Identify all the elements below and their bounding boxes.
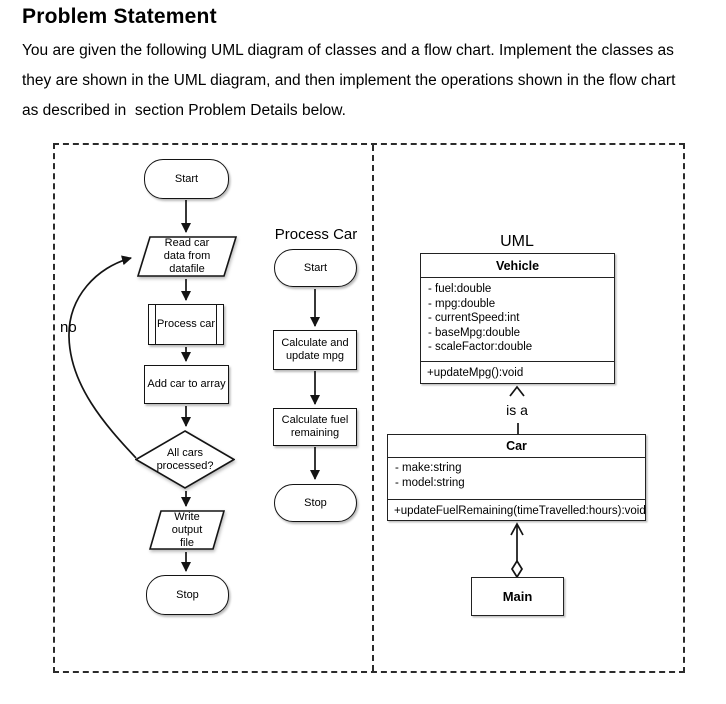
main-flow-add-car-step: Add car to array — [144, 365, 229, 404]
open-arrowhead-icon — [510, 522, 524, 536]
no-branch-label: no — [60, 319, 77, 336]
page-title: Problem Statement — [22, 5, 217, 28]
process-car-stop-terminator: Stop — [274, 484, 357, 522]
uml-car-attributes: - make:string - model:string — [388, 458, 645, 499]
uml-main-name: Main — [502, 589, 533, 604]
figure-frame: Start Read car data from datafile Proces… — [53, 143, 685, 673]
aggregation-diamond-icon — [510, 559, 524, 579]
uml-vehicle-operation: +updateMpg():void — [421, 361, 614, 385]
uml-attribute: - baseMpg:double — [428, 326, 521, 339]
main-flow-write-io: Write output file — [149, 510, 225, 550]
process-car-flow-title: Process Car — [274, 226, 358, 243]
main-flow-decision-label: All cars processed? — [156, 446, 214, 472]
main-flow-stop-terminator: Stop — [146, 575, 229, 615]
figure-divider — [372, 145, 374, 671]
diamond-shape — [135, 430, 235, 489]
process-car-start-label: Start — [303, 261, 328, 274]
main-flow-decision: All cars processed? — [135, 430, 235, 489]
intro-line-2: they are shown in the UML diagram, and t… — [22, 72, 676, 89]
main-flow-read-label: Read car data from datafile — [163, 237, 211, 275]
process-car-step2-label: Calculate fuel remaining — [281, 414, 349, 439]
process-car-step2: Calculate fuel remaining — [273, 408, 357, 446]
main-flow-start-label: Start — [174, 172, 199, 185]
main-flow-process-car-label: Process car — [156, 318, 216, 330]
process-car-step1: Calculate and update mpg — [273, 330, 357, 370]
inheritance-chevron-icon — [509, 385, 525, 397]
uml-class-car: Car - make:string - model:string +update… — [387, 434, 646, 521]
main-flow-read-io: Read car data from datafile — [137, 236, 237, 277]
intro-paragraph: You are given the following UML diagram … — [22, 36, 714, 126]
no-loop-arrow — [68, 255, 137, 459]
uml-attribute: - mpg:double — [428, 297, 496, 310]
uml-attribute: - currentSpeed:int — [428, 312, 520, 324]
uml-class-vehicle: Vehicle - fuel:double - mpg:double - cur… — [420, 253, 615, 384]
uml-vehicle-name: Vehicle — [421, 254, 614, 278]
uml-attribute: - scaleFactor:double — [428, 341, 533, 353]
main-flow-write-label: Write output file — [171, 510, 203, 549]
isa-relationship-label: is a — [506, 402, 528, 418]
intro-line-1: You are given the following UML diagram … — [22, 42, 674, 59]
uml-attribute: - make:string — [395, 462, 462, 474]
uml-car-operation: +updateFuelRemaining(timeTravelled:hours… — [388, 499, 646, 522]
main-flow-start-terminator: Start — [144, 159, 229, 199]
main-flow-add-car-label: Add car to array — [147, 378, 226, 390]
uml-vehicle-attributes: - fuel:double - mpg:double - currentSpee… — [421, 278, 614, 361]
uml-class-main: Main — [471, 577, 564, 616]
process-car-start-terminator: Start — [274, 249, 357, 287]
connector-edges — [68, 200, 525, 579]
main-flow-process-car-subroutine: Process car — [148, 304, 224, 345]
uml-attribute: - model:string — [395, 476, 465, 489]
uml-car-name: Car — [388, 435, 645, 458]
parallelogram-shape — [137, 236, 237, 277]
parallelogram-shape — [149, 510, 225, 550]
intro-line-3: as described in section Problem Details … — [22, 102, 346, 119]
uml-attribute: - fuel:double — [428, 283, 492, 295]
process-car-stop-label: Stop — [304, 496, 327, 509]
main-flow-stop-label: Stop — [176, 588, 199, 601]
uml-section-title: UML — [500, 233, 534, 250]
process-car-step1-label: Calculate and update mpg — [281, 337, 349, 362]
